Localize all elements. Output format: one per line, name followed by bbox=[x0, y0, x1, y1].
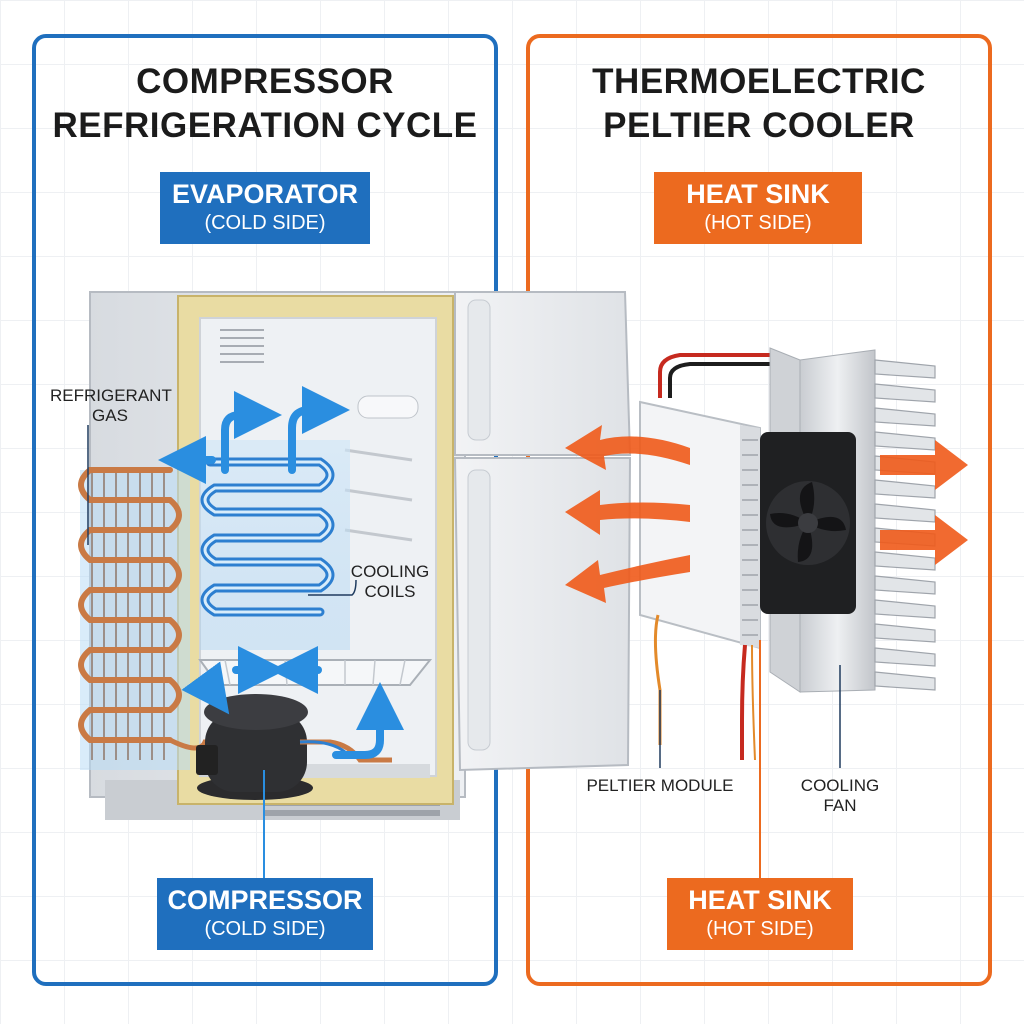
peltier-module-label-text: PELTIER MODULE bbox=[586, 776, 734, 795]
compressor-badge-subtitle: (COLD SIDE) bbox=[204, 918, 326, 940]
cooling-coils-label-line2: COILS bbox=[364, 582, 416, 601]
evaporator-badge: EVAPORATOR (COLD SIDE) bbox=[160, 172, 370, 244]
evaporator-badge-subtitle: (COLD SIDE) bbox=[204, 212, 326, 234]
refrigerant-label-line2: GAS bbox=[92, 406, 128, 425]
fridge-door-icon bbox=[453, 291, 632, 772]
right-title-line2: PELTIER COOLER bbox=[603, 106, 915, 145]
cooling-fan-label: COOLING FAN bbox=[790, 776, 890, 816]
heat-sink-top-badge: HEAT SINK (HOT SIDE) bbox=[654, 172, 862, 244]
fan-icon bbox=[760, 432, 856, 614]
left-title-line1: COMPRESSOR bbox=[136, 62, 394, 101]
left-title: COMPRESSOR REFRIGERATION CYCLE bbox=[32, 60, 498, 148]
heat-sink-bottom-badge-subtitle: (HOT SIDE) bbox=[706, 918, 814, 940]
compressor-badge: COMPRESSOR (COLD SIDE) bbox=[157, 878, 373, 950]
refrigerant-label-line1: REFRIGERANT bbox=[50, 386, 172, 405]
cooling-coils-label: COOLING COILS bbox=[340, 562, 440, 602]
compressor-icon bbox=[196, 694, 392, 800]
right-title-line1: THERMOELECTRIC bbox=[592, 62, 926, 101]
heat-sink-top-badge-title: HEAT SINK bbox=[686, 179, 830, 209]
cooling-fan-label-line2: FAN bbox=[823, 796, 857, 815]
peltier-module-icon bbox=[639, 353, 770, 761]
heat-arrow-icon bbox=[565, 425, 968, 603]
evaporator-badge-title: EVAPORATOR bbox=[171, 179, 359, 209]
compressor-badge-title: COMPRESSOR bbox=[167, 885, 363, 915]
left-title-line2: REFRIGERATION CYCLE bbox=[52, 106, 478, 145]
right-title: THERMOELECTRIC PELTIER COOLER bbox=[526, 60, 992, 148]
cooling-fan-label-line1: COOLING bbox=[800, 776, 880, 795]
heat-sink-top-badge-subtitle: (HOT SIDE) bbox=[704, 212, 812, 234]
heat-sink-bottom-badge-title: HEAT SINK bbox=[688, 885, 832, 915]
peltier-module-label: PELTIER MODULE bbox=[570, 776, 750, 796]
airflow-arrow-icon bbox=[158, 386, 404, 759]
condenser-coil-icon bbox=[78, 467, 222, 770]
heat-sink-bottom-badge: HEAT SINK (HOT SIDE) bbox=[667, 878, 853, 950]
refrigerant-gas-label: REFRIGERANT GAS bbox=[50, 386, 172, 426]
cooling-coils-label-line1: COOLING bbox=[350, 562, 430, 581]
